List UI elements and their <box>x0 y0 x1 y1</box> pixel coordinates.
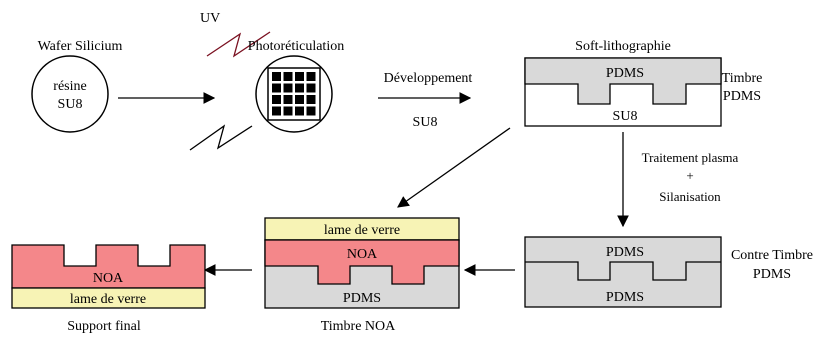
photomask-cell <box>283 83 293 93</box>
photomask-cell <box>306 83 316 93</box>
photomask-cell <box>295 83 304 93</box>
photo-step: Photoréticulation <box>248 39 344 133</box>
noa-resin-layer <box>264 239 460 285</box>
photomask-cell <box>272 95 281 104</box>
photomask-cell <box>306 106 316 116</box>
uv-label: UV <box>200 11 220 26</box>
photomask-cell <box>295 72 304 81</box>
timbre-pdms-label-2: PDMS <box>723 89 761 104</box>
support-final-step: NOA lame de verre Support final <box>11 244 206 334</box>
resine-label: résine <box>53 79 86 94</box>
photomask-cell <box>295 95 304 104</box>
timbre-noa-label: Timbre NOA <box>321 319 396 334</box>
photomask-grid <box>272 72 316 116</box>
noa-pdms-label: PDMS <box>343 291 381 306</box>
uv-ray-top <box>206 31 271 58</box>
final-glass-label: lame de verre <box>70 292 146 307</box>
support-final-label: Support final <box>67 319 141 334</box>
photomask-cell <box>272 106 281 116</box>
photomask-cell <box>283 95 293 104</box>
noa-glass-label: lame de verre <box>324 223 400 238</box>
timbre-noa-step: lame de verre NOA PDMS Timbre NOA <box>264 217 460 334</box>
dev-label: Développement <box>384 71 473 86</box>
contre-top-label: PDMS <box>606 245 644 260</box>
dev-su8-label: SU8 <box>413 115 438 130</box>
soft-litho-label: Soft-lithographie <box>575 39 671 54</box>
contre-label-1: Contre Timbre <box>731 248 813 263</box>
photo-label: Photoréticulation <box>248 39 344 54</box>
pdms-layer-top <box>524 57 722 105</box>
final-noa-label: NOA <box>93 271 124 286</box>
photomask-cell <box>295 106 304 116</box>
su8-resine-label: SU8 <box>58 97 83 112</box>
photomask-cell <box>283 106 293 116</box>
su8-bottom-label: SU8 <box>613 109 638 124</box>
plasma-label-2: + <box>686 168 693 183</box>
contre-timbre-step: PDMS PDMS Contre Timbre PDMS <box>524 236 813 308</box>
soft-litho-step: Soft-lithographie PDMS SU8 Timbre PDMS <box>524 39 763 127</box>
photomask-cell <box>272 72 281 81</box>
contre-frame <box>524 236 722 308</box>
arrow-soft-noa <box>397 127 511 208</box>
plasma-label-3: Silanisation <box>659 189 721 204</box>
uv-rays: UV <box>189 11 271 151</box>
wafer-step: Wafer Silicium résine SU8 <box>31 39 123 133</box>
timbre-pdms-label-1: Timbre <box>722 71 763 86</box>
contre-bottom-label: PDMS <box>606 290 644 305</box>
plasma-label-1: Traitement plasma <box>642 150 739 165</box>
final-glass-layer <box>11 287 206 309</box>
wafer-circle <box>31 55 109 133</box>
contre-label-2: PDMS <box>753 267 791 282</box>
photomask-cell <box>272 83 281 93</box>
contre-profile <box>525 261 721 281</box>
uv-ray-bottom <box>189 124 253 151</box>
pdms-top-label: PDMS <box>606 66 644 81</box>
photomask-cell <box>306 95 316 104</box>
wafer-label: Wafer Silicium <box>38 39 123 54</box>
photomask-cell <box>283 72 293 81</box>
noa-mid-label: NOA <box>347 247 378 262</box>
photomask-cell <box>306 72 316 81</box>
